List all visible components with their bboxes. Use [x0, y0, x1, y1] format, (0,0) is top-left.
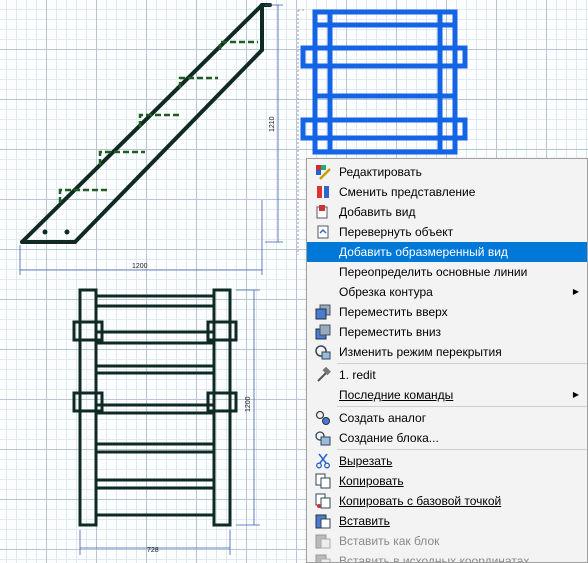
menu-item-contour-trim[interactable]: Обрезка контура ▶: [307, 282, 587, 302]
paste-icon: [315, 514, 331, 529]
overlap-mode-icon: [315, 345, 331, 360]
submenu-arrow-icon: ▶: [572, 390, 579, 399]
menu-item-add-view[interactable]: Добавить вид: [307, 202, 587, 222]
menu-item-label: Создание блока...: [339, 431, 439, 445]
menu-item-label: Добавить вид: [339, 205, 416, 219]
front-height-dim: 1200: [245, 396, 252, 412]
hammer-icon: [317, 367, 331, 382]
menu-item-label: Перевернуть объект: [339, 225, 454, 239]
edit-icon: [316, 165, 331, 180]
menu-item-label: Сменить представление: [339, 185, 476, 199]
menu-item-change-representation[interactable]: Сменить представление: [307, 182, 587, 202]
menu-item-label: Вырезать: [339, 454, 393, 468]
move-down-icon: [315, 324, 331, 340]
menu-item-label: Добавить образмеренный вид: [339, 245, 508, 259]
context-menu: Редактировать Сменить представление Доба…: [306, 158, 588, 563]
menu-item-label: Последние команды: [339, 388, 454, 402]
menu-item-label: Переопределить основные линии: [339, 265, 528, 279]
copy-icon: [315, 473, 331, 489]
menu-item-paste-original-coords[interactable]: Вставить в исходных координатах: [307, 551, 587, 563]
create-analog-icon: [315, 410, 330, 425]
menu-item-move-down[interactable]: Переместить вниз: [307, 322, 587, 342]
paste-original-icon: [315, 554, 331, 562]
menu-item-cut[interactable]: Вырезать: [307, 451, 587, 471]
add-view-icon: [316, 205, 328, 219]
menu-item-create-block[interactable]: Создание блока...: [307, 428, 587, 448]
menu-item-overlap-mode[interactable]: Изменить режим перекрытия: [307, 342, 587, 362]
menu-item-move-up[interactable]: Переместить вверх: [307, 302, 587, 322]
submenu-arrow-icon: ▶: [572, 287, 579, 296]
change-representation-icon: [317, 186, 329, 198]
menu-item-paste[interactable]: Вставить: [307, 511, 587, 531]
menu-item-label: Создать аналог: [339, 411, 427, 425]
copy-base-point-icon: [315, 493, 331, 509]
menu-separator: [337, 363, 587, 364]
side-width-dim: 1200: [132, 263, 148, 270]
menu-item-edit[interactable]: Редактировать: [307, 162, 587, 182]
side-height-dim: 1210: [269, 116, 276, 132]
menu-item-add-dimensioned-view[interactable]: Добавить образмеренный вид: [307, 242, 587, 262]
move-up-icon: [315, 304, 331, 320]
menu-item-recent-redit[interactable]: 1. redit: [307, 365, 587, 385]
menu-item-label: Копировать: [339, 474, 404, 488]
scissors-icon: [316, 453, 330, 469]
menu-item-label: Изменить режим перекрытия: [339, 345, 502, 359]
stair-stringer-top: [20, 3, 264, 244]
menu-item-label: Редактировать: [339, 165, 422, 179]
stair-stringer-bottom: [73, 48, 264, 244]
menu-item-label: Обрезка контура: [339, 285, 433, 299]
menu-separator: [337, 406, 587, 407]
paste-block-icon: [315, 534, 331, 549]
menu-item-label: 1. redit: [339, 368, 376, 382]
menu-item-label: Копировать с базовой точкой: [339, 494, 502, 508]
menu-item-label: Переместить вниз: [339, 325, 442, 339]
menu-item-create-analog[interactable]: Создать аналог: [307, 408, 587, 428]
menu-item-label: Вставить как блок: [339, 534, 440, 548]
menu-item-label: Вставить в исходных координатах: [339, 554, 530, 563]
menu-item-recent-commands[interactable]: Последние команды ▶: [307, 385, 587, 405]
front-width-dim: 728: [147, 547, 159, 554]
menu-item-copy[interactable]: Копировать: [307, 471, 587, 491]
menu-item-label: Переместить вверх: [339, 305, 448, 319]
flip-object-icon: [317, 225, 329, 239]
menu-item-redefine-main-lines[interactable]: Переопределить основные линии: [307, 262, 587, 282]
menu-item-label: Вставить: [339, 514, 390, 528]
menu-item-flip-object[interactable]: Перевернуть объект: [307, 222, 587, 242]
menu-item-paste-as-block[interactable]: Вставить как блок: [307, 531, 587, 551]
menu-item-copy-base-point[interactable]: Копировать с базовой точкой: [307, 491, 587, 511]
menu-separator: [337, 449, 587, 450]
create-block-icon: [315, 431, 331, 446]
